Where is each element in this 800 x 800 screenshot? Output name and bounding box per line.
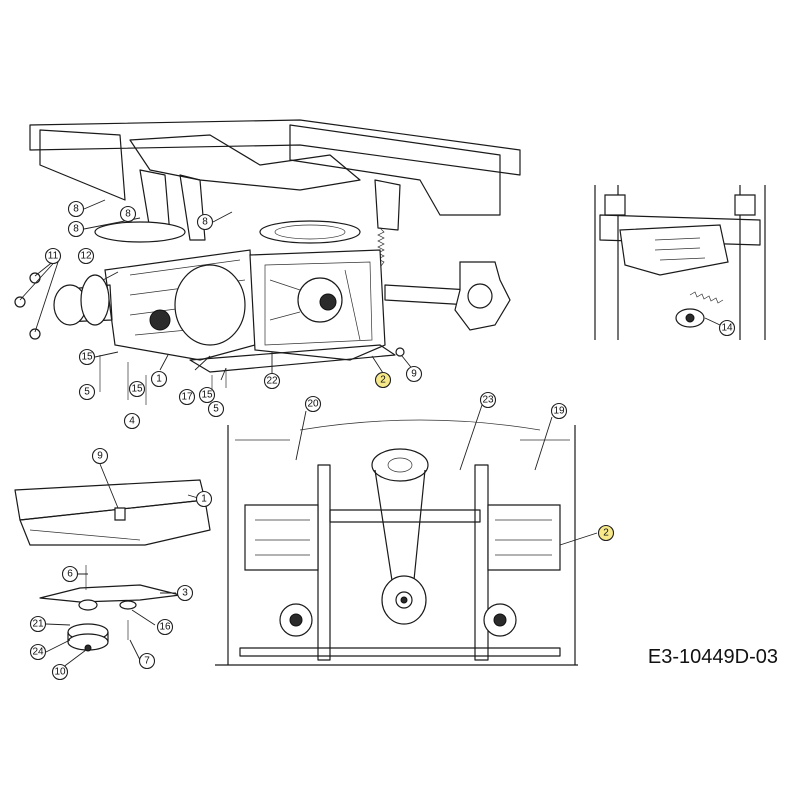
svg-text:16: 16 [159,622,171,633]
svg-text:22: 22 [266,376,278,387]
callout-21: 21 [29,615,47,633]
svg-text:6: 6 [67,569,73,580]
callout-8: 8 [67,220,85,238]
svg-text:23: 23 [482,395,494,406]
svg-text:8: 8 [73,204,79,215]
callout-22: 22 [263,372,281,390]
svg-text:20: 20 [307,399,319,410]
callout-20: 20 [304,395,322,413]
svg-text:3: 3 [182,588,188,599]
detail-view-spring: 14 [594,185,766,340]
svg-text:10: 10 [54,667,66,678]
callout-2-highlighted: 2 [374,371,392,389]
callout-1: 1 [195,490,213,508]
svg-text:8: 8 [73,224,79,235]
svg-text:9: 9 [411,369,417,380]
callout-1: 1 [150,370,168,388]
svg-text:5: 5 [213,404,219,415]
callout-15: 15 [198,386,216,404]
callout-6: 6 [61,565,79,583]
callout-19: 19 [550,402,568,420]
callout-8: 8 [119,205,137,223]
svg-text:8: 8 [202,217,208,228]
callout-4: 4 [123,412,141,430]
svg-text:12: 12 [80,251,92,262]
idler-bracket-view: 9 1 6 3 21 16 24 7 10 [14,447,213,681]
svg-text:2: 2 [380,375,386,386]
main-exploded-view: 8 8 8 8 11 12 15 5 4 15 1 17 15 5 22 2 9 [14,119,521,430]
svg-text:17: 17 [181,392,193,403]
callout-2-highlighted: 2 [597,524,615,542]
callout-16: 16 [156,618,174,636]
callout-7: 7 [138,652,156,670]
svg-text:9: 9 [97,451,103,462]
callout-17: 17 [178,388,196,406]
diagram-code-label: E3-10449D-03 [647,646,778,668]
svg-text:7: 7 [144,656,150,667]
callout-10: 10 [51,663,69,681]
underside-view: 20 23 19 2 [215,391,615,666]
callout-8: 8 [67,200,85,218]
svg-text:15: 15 [201,390,213,401]
callout-9: 9 [91,447,109,465]
callout-3: 3 [176,584,194,602]
svg-text:1: 1 [156,374,162,385]
callout-8: 8 [196,213,214,231]
callout-9: 9 [405,365,423,383]
svg-text:15: 15 [81,352,93,363]
callout-23: 23 [479,391,497,409]
svg-text:4: 4 [129,416,135,427]
svg-text:11: 11 [48,251,59,262]
svg-text:15: 15 [131,384,143,395]
svg-text:8: 8 [125,209,131,220]
callout-15: 15 [128,380,146,398]
svg-text:5: 5 [84,387,90,398]
callout-24: 24 [29,643,47,661]
callout-15: 15 [78,348,96,366]
callout-14: 14 [718,319,736,337]
svg-text:1: 1 [201,494,207,505]
svg-text:14: 14 [721,323,733,334]
svg-text:2: 2 [603,528,609,539]
callout-5: 5 [78,383,96,401]
callout-5: 5 [207,400,225,418]
svg-text:19: 19 [553,406,565,417]
svg-text:21: 21 [32,619,44,630]
svg-text:24: 24 [32,647,44,658]
callout-11: 11 [44,247,62,265]
callout-12: 12 [77,247,95,265]
